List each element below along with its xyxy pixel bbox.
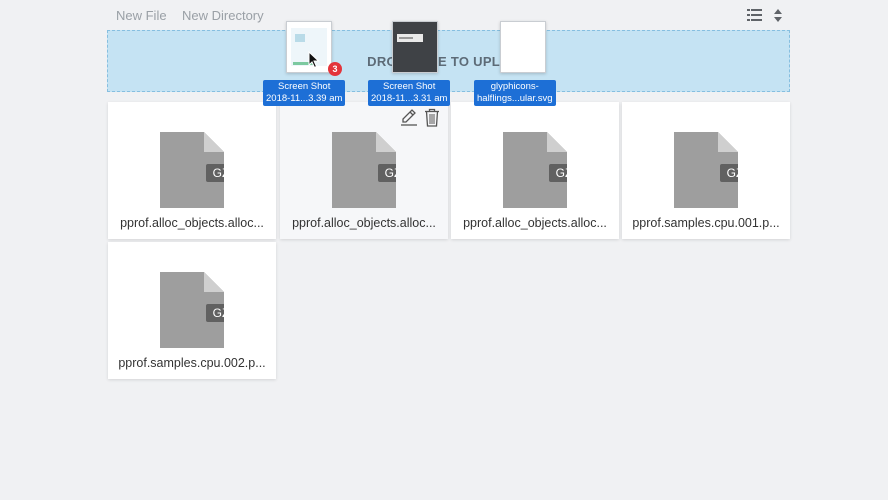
delete-icon[interactable] xyxy=(424,108,440,127)
toolbar: New File New Directory xyxy=(0,0,888,30)
new-file-button[interactable]: New File xyxy=(116,8,167,23)
gz-file-icon: GZ xyxy=(160,132,224,208)
drag-label: glyphicons- halflings...ular.svg xyxy=(474,80,556,106)
file-type-badge: GZ xyxy=(727,166,738,180)
file-type-badge: GZ xyxy=(213,166,224,180)
gz-file-icon: GZ xyxy=(674,132,738,208)
drag-label-line1: Screen Shot xyxy=(383,81,436,92)
file-card[interactable]: GZ pprof.alloc_objects.alloc... xyxy=(451,102,619,239)
gz-file-icon: GZ xyxy=(160,272,224,348)
file-card[interactable]: GZ pprof.alloc_objects.alloc... xyxy=(280,102,448,239)
file-name: pprof.samples.cpu.001.p... xyxy=(632,216,780,230)
drag-label-line2: 2018-11...3.39 am xyxy=(266,93,343,104)
svg-thumbnail xyxy=(500,21,546,73)
file-card[interactable]: GZ pprof.samples.cpu.002.p... xyxy=(108,242,276,379)
drag-label-line2: 2018-11...3.31 am xyxy=(371,93,448,104)
cursor-icon xyxy=(308,51,320,69)
drag-label-line2: halflings...ular.svg xyxy=(477,93,553,104)
edit-icon[interactable] xyxy=(400,108,418,126)
file-type-badge: GZ xyxy=(385,166,396,180)
drag-label: Screen Shot 2018-11...3.31 am xyxy=(368,80,451,106)
dropzone-label: DROP HERE TO UPLOAD xyxy=(367,54,530,69)
screenshot-thumbnail xyxy=(392,21,438,73)
list-view-icon[interactable] xyxy=(747,9,762,21)
file-type-badge: GZ xyxy=(213,306,224,320)
file-card[interactable]: GZ pprof.alloc_objects.alloc... xyxy=(108,102,276,239)
file-name: pprof.samples.cpu.002.p... xyxy=(118,356,266,370)
file-type-badge: GZ xyxy=(556,166,567,180)
sort-icon[interactable] xyxy=(774,9,782,22)
drag-label-line1: glyphicons- xyxy=(490,81,539,92)
drag-label-line1: Screen Shot xyxy=(278,81,331,92)
gz-file-icon: GZ xyxy=(332,132,396,208)
file-name: pprof.alloc_objects.alloc... xyxy=(120,216,264,230)
gz-file-icon: GZ xyxy=(503,132,567,208)
drag-count-badge: 3 xyxy=(328,62,342,76)
file-card[interactable]: GZ pprof.samples.cpu.001.p... xyxy=(622,102,790,239)
file-name: pprof.alloc_objects.alloc... xyxy=(292,216,436,230)
drag-label: Screen Shot 2018-11...3.39 am xyxy=(263,80,346,106)
file-name: pprof.alloc_objects.alloc... xyxy=(463,216,607,230)
new-directory-button[interactable]: New Directory xyxy=(182,8,264,23)
